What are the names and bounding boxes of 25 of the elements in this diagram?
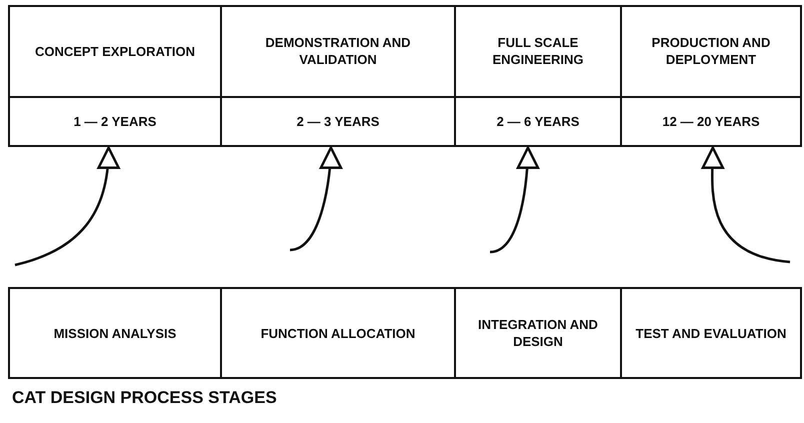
phase-name: FULL SCALE ENGINEERING: [491, 34, 584, 68]
phase-duration: 12 — 20 YEARS: [661, 112, 761, 130]
phase-name: CONCEPT EXPLORATION: [34, 42, 196, 60]
phase-box: [454, 5, 622, 147]
curved-arrow: [14, 146, 120, 266]
phase-duration: 2 — 6 YEARS: [496, 112, 580, 130]
process-stage-box: [454, 287, 622, 379]
stage-name: INTEGRATION AND DESIGN: [477, 316, 599, 350]
stage-name: MISSION ANALYSIS: [52, 324, 178, 342]
phase-box: [220, 5, 456, 147]
phase-duration: 2 — 3 YEARS: [296, 112, 380, 130]
caption: CAT DESIGN PROCESS STAGES: [12, 388, 277, 408]
curved-arrow: [290, 146, 342, 252]
process-stage-box: [620, 287, 802, 379]
phase-box: [620, 5, 802, 147]
process-stage-box: [220, 287, 456, 379]
phase-duration: 1 — 2 YEARS: [72, 112, 158, 130]
curved-arrow: [701, 146, 790, 264]
stage-name: FUNCTION ALLOCATION: [260, 324, 416, 342]
phase-name: PRODUCTION AND DEPLOYMENT: [650, 34, 772, 68]
stage-name: TEST AND EVALUATION: [634, 324, 788, 342]
phase-box: [8, 5, 222, 147]
process-stage-box: [8, 287, 222, 379]
curved-arrow: [490, 146, 539, 254]
phase-name: DEMONSTRATION AND VALIDATION: [264, 34, 412, 68]
